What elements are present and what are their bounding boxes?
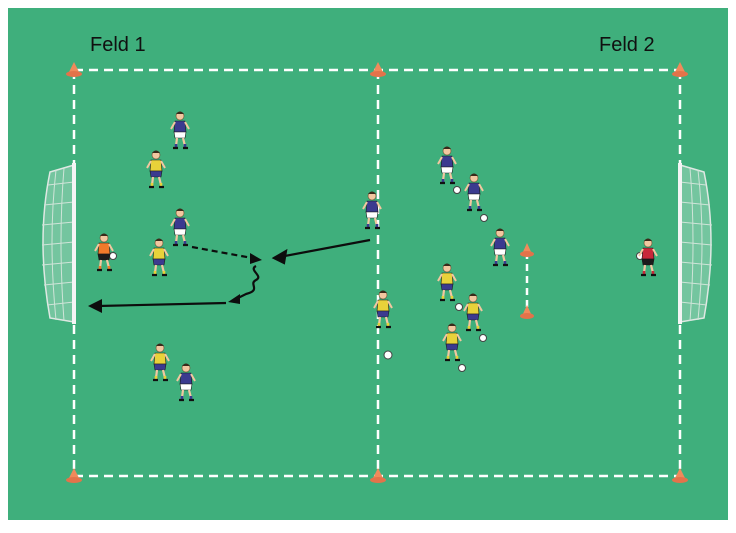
player-blue [490, 228, 510, 267]
cone [370, 468, 386, 483]
field-2-label: Feld 2 [599, 34, 655, 56]
player-yellow [463, 293, 483, 332]
players [94, 111, 658, 402]
shot-arrowhead [88, 299, 102, 313]
player-blue [176, 363, 196, 402]
player-yellow [442, 323, 462, 362]
cone [66, 62, 82, 77]
shot-arrow [97, 301, 227, 308]
player-blue [464, 173, 484, 212]
dribble-squiggle [233, 265, 260, 301]
player-yellow [373, 290, 393, 329]
goal-right [678, 163, 713, 324]
ball [453, 186, 461, 194]
cone [370, 62, 386, 77]
pitch [8, 8, 728, 520]
dribble-arrowhead [228, 294, 240, 304]
cone [672, 62, 688, 77]
goal-left [41, 163, 76, 324]
run-arrow-dashed [191, 245, 253, 260]
pass-arrowhead [271, 248, 288, 265]
player-yellow [149, 238, 169, 277]
player-blue [170, 111, 190, 150]
player-yellow [150, 343, 170, 382]
cone [66, 468, 82, 483]
player-keeper_orange [94, 233, 114, 272]
ball [383, 350, 393, 360]
ball [479, 334, 487, 342]
field-1-label: Feld 1 [90, 34, 146, 56]
ball [109, 252, 117, 260]
ball [455, 303, 463, 311]
player-keeper_red [638, 238, 658, 277]
run-arrowhead [250, 253, 262, 264]
player-blue [362, 191, 382, 230]
cone [520, 305, 534, 319]
cones [66, 62, 688, 483]
ball [480, 214, 488, 222]
player-yellow [146, 150, 166, 189]
player-blue [170, 208, 190, 247]
movement-arrows [88, 238, 371, 313]
pass-arrow [273, 238, 371, 260]
cone [520, 243, 534, 257]
ball [458, 364, 466, 372]
player-blue [437, 146, 457, 185]
player-yellow [437, 263, 457, 302]
cone [672, 468, 688, 483]
